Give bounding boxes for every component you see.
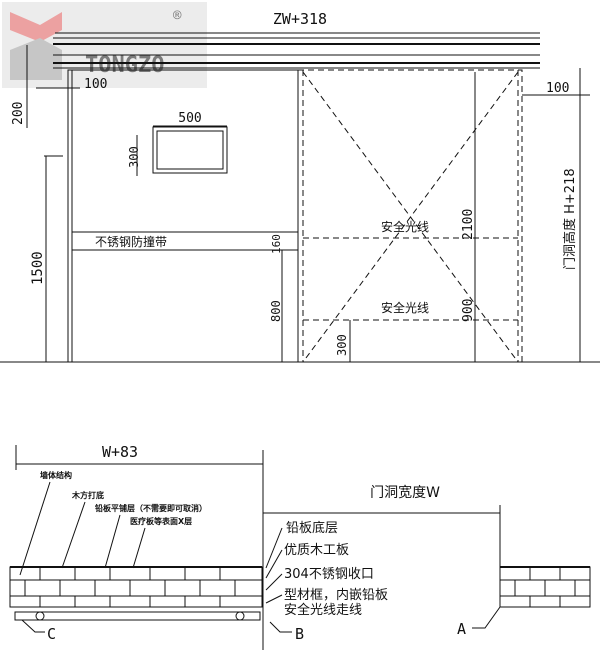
svg-text:铅板底层: 铅板底层 [286,520,338,536]
panel-width-dim: W+83 [102,443,138,461]
svg-text:B: B [295,625,304,643]
svg-text:铅板平铺层（不需要即可取消）: 铅板平铺层（不需要即可取消） [94,503,207,513]
svg-text:医疗板等表面X层: 医疗板等表面X层 [130,516,192,526]
wall-right [499,566,591,608]
svg-text:型材框，内嵌铅板: 型材框，内嵌铅板 [284,587,388,603]
svg-text:900: 900 [461,299,476,322]
svg-text:300: 300 [335,334,349,356]
svg-text:304不锈钢收口: 304不锈钢收口 [284,567,374,582]
svg-text:A: A [457,620,466,638]
svg-text:300: 300 [127,146,141,168]
svg-text:2100: 2100 [461,209,476,240]
svg-text:C: C [47,625,56,643]
svg-text:优质木工板: 优质木工板 [284,543,349,558]
wall-left [9,566,263,608]
svg-text:墙体结构: 墙体结构 [40,470,72,480]
svg-text:200: 200 [11,102,26,125]
svg-text:安全光线: 安全光线 [381,219,429,234]
svg-text:®: ® [173,8,182,24]
svg-text:500: 500 [178,111,201,126]
svg-text:100: 100 [84,77,107,92]
svg-text:TONGZO: TONGZO [85,53,164,78]
svg-text:安全光线: 安全光线 [381,300,429,315]
window [152,126,228,174]
overall-width-dim: ZW+318 [273,10,327,28]
svg-text:100: 100 [546,81,569,96]
svg-text:门洞高度 H+218: 门洞高度 H+218 [562,168,578,270]
svg-text:800: 800 [269,300,283,322]
door-leaf-plan [14,611,261,621]
elevation-view: ZW+318 200 100 500 300 1500 不锈钢防撞带 160 8… [0,10,600,363]
opening-width-dim: 门洞宽度W [370,484,440,501]
svg-text:木方打底: 木方打底 [71,490,104,500]
plan-view: W+83 墙体结构 木方打底 铅板平铺层（不需要即可取消） 医疗板等表面X层 [9,443,591,650]
svg-text:安全光线走线: 安全光线走线 [284,602,362,618]
door-opening [297,69,523,363]
svg-text:160: 160 [270,234,283,254]
svg-text:不锈钢防撞带: 不锈钢防撞带 [95,234,167,249]
svg-text:1500: 1500 [30,251,46,285]
